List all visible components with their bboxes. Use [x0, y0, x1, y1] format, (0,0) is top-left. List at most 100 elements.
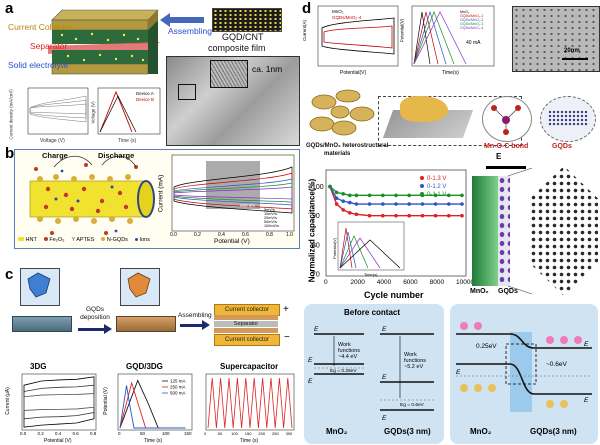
- retention-point: [460, 202, 464, 206]
- plus-terminal: +: [283, 304, 289, 315]
- assembling-c-label: Assembling: [178, 312, 212, 319]
- panel-a-gcd-ylabel: Voltage (V): [90, 101, 96, 124]
- ev-after: E: [584, 397, 589, 404]
- retention-point: [407, 193, 411, 198]
- ec-after: E: [584, 341, 589, 348]
- tem-inset: [210, 60, 248, 88]
- panel-a: a Current Collector Separator Solid elec…: [0, 0, 300, 146]
- collector-bottom: Current collector: [214, 334, 280, 346]
- panel-b-scale: 500 nm: [240, 203, 255, 208]
- panel-b-xtick: 0.0: [170, 232, 177, 238]
- gqd-3dg-block: [116, 316, 176, 332]
- plot2-ylabel: Potential (V): [102, 387, 109, 415]
- chart-gqd3dg-xtick: 100: [162, 431, 170, 436]
- retention-point: [433, 202, 438, 206]
- chart-supercap-xtick: 150: [245, 431, 252, 436]
- wf-left-2: functions: [338, 348, 360, 354]
- chart-supercap-xtick: 250: [272, 431, 279, 436]
- retention-point: [334, 202, 339, 206]
- retention-point: [367, 213, 372, 218]
- electrode-bottom: [214, 328, 278, 333]
- d-cv-legend-gqds: GQDs/MnO₂-4: [332, 15, 362, 20]
- retention-point: [354, 193, 359, 198]
- band-right-label: GQDs(3 nm): [384, 427, 431, 436]
- chart-gqd3dg-xtick: 0: [118, 431, 121, 436]
- retention-point: [420, 213, 425, 218]
- gqds-label: GQDs: [552, 143, 572, 150]
- retention-point: [394, 193, 398, 198]
- evac-right: E: [382, 326, 387, 333]
- legend-ngqds: N-GQDs: [101, 237, 128, 243]
- tem-zoom-box: [178, 84, 196, 100]
- panel-d-label: d: [302, 0, 312, 17]
- hetero-flake: [400, 96, 448, 122]
- field-label: E: [496, 152, 502, 161]
- panel-a-cv-xlabel: Voltage (V): [40, 138, 65, 144]
- retention-point: [334, 196, 339, 201]
- gcd-legend-b: Device B: [136, 97, 154, 102]
- d-gcd-legend: GQDs/MnO₂-2: [460, 18, 483, 22]
- bond-structure-icon: [491, 105, 521, 135]
- retention-point: [433, 213, 438, 218]
- barrier-2: ~0.6eV: [546, 361, 567, 368]
- retention-point: [447, 193, 451, 198]
- d-gcd-xlabel: Time(s): [442, 70, 459, 76]
- assembling-arrow-icon: [168, 17, 204, 23]
- gcd-lines: [119, 379, 186, 429]
- retention-ytick: 90: [312, 213, 320, 220]
- scan-rate-label: 20mV/s: [264, 216, 277, 220]
- retention-legend-marker: [420, 176, 424, 180]
- chart-3dg-xtick: 0.4: [55, 431, 62, 436]
- charge-label: Charge: [42, 151, 68, 160]
- retention-point: [328, 184, 332, 189]
- tem-annotation: ca. 1nm: [252, 64, 283, 74]
- d-cv-ylabel: Current(A): [302, 19, 308, 42]
- chart-supercap-xtick: 50: [218, 431, 223, 436]
- wf-right-2: functions: [404, 358, 426, 364]
- retention-ytick: 80: [312, 242, 320, 249]
- plot1-xlabel: Potential (V): [44, 438, 72, 444]
- plot1-title: 3DG: [30, 362, 47, 371]
- panel-b-cv-plot: Potential (V) 500 nm 0.0 0.2 0.4 0.6 0.8…: [170, 154, 295, 245]
- composite-film-image: [212, 8, 282, 32]
- retention-legend-label: 0-1.1 V: [427, 192, 446, 198]
- panel-b-ylabel: Current (mA): [157, 174, 165, 213]
- panel-b-scan-legend: 5mV/s 10mV/s 20mV/s 50mV/s 100mV/s: [264, 208, 279, 228]
- cv-loop: [23, 393, 95, 411]
- electrode-side: [472, 176, 498, 286]
- retention-xtick: 2000: [350, 279, 365, 286]
- assembling-label: Assembling: [168, 26, 212, 36]
- legend-aptes: Y APTES: [71, 237, 95, 243]
- panel-a-gcd-plot: Device A Device B Time (s): [97, 87, 161, 144]
- ev-right: E: [382, 415, 387, 422]
- legend-hnt: HNT: [18, 237, 37, 243]
- retention-point: [341, 208, 345, 212]
- gcd-legend-label: 125 mA: [170, 379, 186, 384]
- gcd-legend-label: 250 mA: [170, 385, 186, 390]
- ec-right: E: [382, 374, 387, 381]
- ec-left: E: [308, 357, 313, 364]
- panel-b-xticks: 0.0 0.2 0.4 0.6 0.8 1.0: [170, 232, 293, 238]
- eg-left: Eg = 0.26eV: [330, 368, 357, 374]
- panel-b-xlabel: Potential (V): [214, 238, 250, 245]
- wf-right-1: Work: [404, 352, 417, 358]
- retention-point: [394, 202, 398, 206]
- gcd-legend-label: 500 mA: [170, 391, 186, 396]
- fe2o3-dot-icon: [43, 237, 48, 241]
- zoom-lines: [508, 167, 532, 295]
- chart-supercap-xtick: 300: [286, 431, 293, 436]
- evac-left: E: [314, 326, 319, 333]
- plot1-ylabel: Current (μA): [4, 387, 11, 415]
- field-arrow-icon: [486, 166, 526, 169]
- retention-legend-marker: [420, 192, 424, 196]
- supercap-line: [207, 377, 293, 429]
- bottom-gqds-label: GQDs: [498, 288, 518, 295]
- hetero-structure-icon: [309, 89, 375, 136]
- panel-b-xtick: 1.0: [286, 232, 293, 238]
- discharge-label: Discharge: [98, 151, 135, 160]
- deposition-arrow-icon: [78, 328, 106, 331]
